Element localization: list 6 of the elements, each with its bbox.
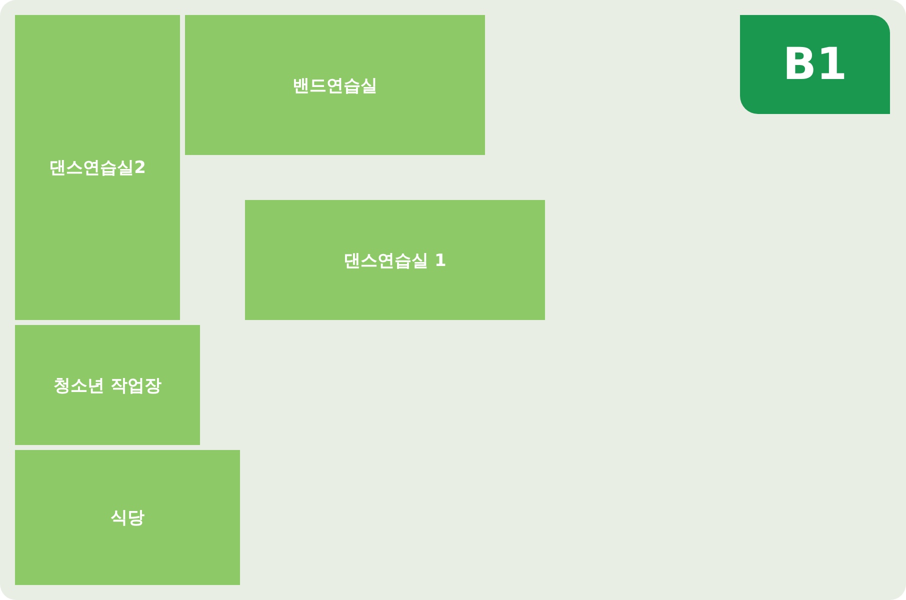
floor-badge: B1 (740, 15, 890, 114)
room-box: 댄스연습실 1 (245, 200, 545, 320)
room-box: 식당 (15, 450, 240, 585)
room-box: 밴드연습실 (185, 15, 485, 155)
room-box: 댄스연습실2 (15, 15, 180, 320)
room-box: 청소년 작업장 (15, 325, 200, 445)
